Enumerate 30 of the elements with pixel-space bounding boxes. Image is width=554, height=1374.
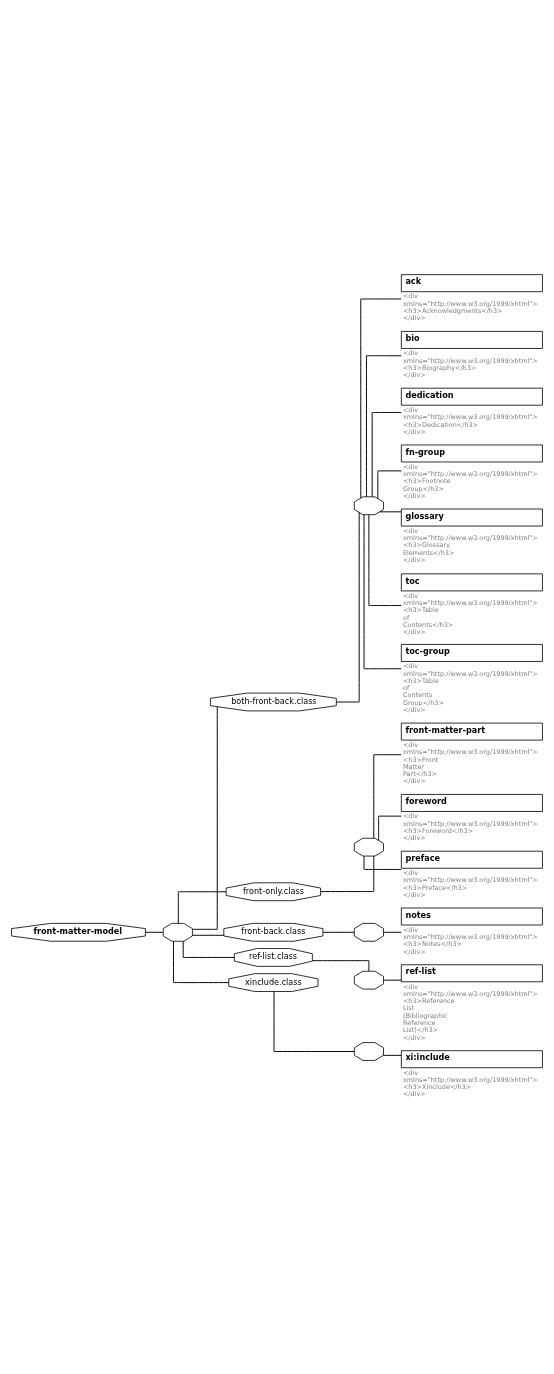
connector xyxy=(363,855,402,870)
connector xyxy=(335,512,360,703)
connector xyxy=(363,514,402,670)
connector xyxy=(177,891,227,924)
connector xyxy=(366,355,402,498)
connector xyxy=(371,412,402,498)
connector xyxy=(378,815,402,841)
node-octagon xyxy=(162,922,193,942)
node-octagon xyxy=(353,1042,384,1061)
connector xyxy=(379,511,402,513)
connector xyxy=(273,991,355,1052)
node-octagon xyxy=(353,970,384,990)
connector xyxy=(383,979,402,981)
connector xyxy=(320,855,375,893)
connector xyxy=(360,298,402,499)
connector xyxy=(373,754,402,839)
connector xyxy=(182,940,235,958)
connector xyxy=(192,706,218,930)
connector xyxy=(368,514,402,606)
connector xyxy=(312,960,370,972)
node-octagon xyxy=(353,922,384,942)
node-octagon xyxy=(353,837,384,857)
connector xyxy=(383,931,402,933)
node-octagon xyxy=(353,496,384,516)
connector xyxy=(322,931,355,933)
connector xyxy=(382,1054,402,1056)
connector xyxy=(173,940,230,984)
connector xyxy=(377,470,402,499)
connector xyxy=(192,934,225,936)
connector xyxy=(145,931,164,933)
